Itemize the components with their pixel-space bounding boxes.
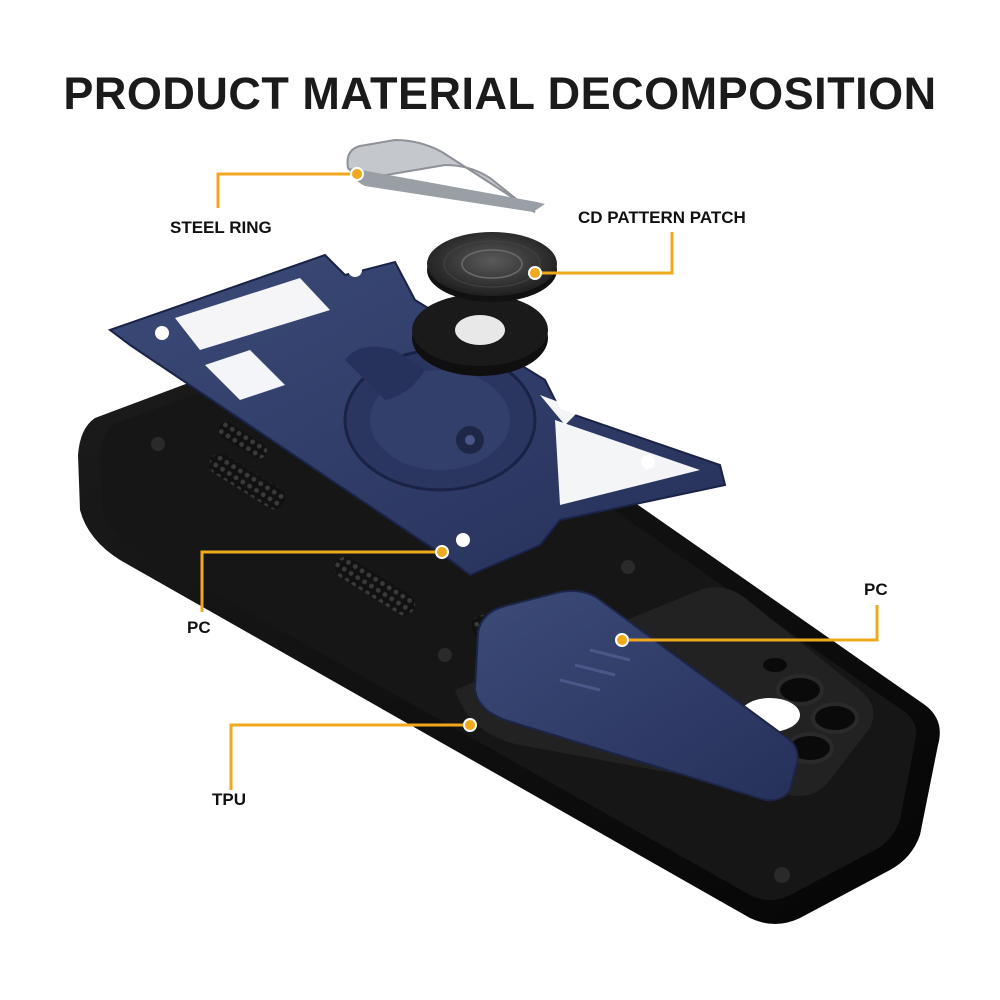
pc-slider-label: PC (864, 580, 888, 599)
steel-ring-label: STEEL RING (170, 218, 272, 237)
tpu-callout-dot (463, 718, 477, 732)
cd-pattern-patch (412, 232, 557, 376)
steel-ring-callout-dot (350, 167, 364, 181)
pc-bracket-leader-line (200, 550, 442, 612)
grip-texture (209, 453, 286, 510)
page-title: PRODUCT MATERIAL DECOMPOSITION (63, 68, 937, 119)
grip-texture (334, 556, 416, 616)
steel-ring (346, 138, 545, 213)
pc-bracket (107, 253, 727, 577)
tpu-label: TPU (212, 790, 246, 809)
tpu-leader-line (229, 723, 470, 790)
steel-ring-leader-line (216, 172, 357, 208)
cd-pattern-patch-leader-line (535, 232, 674, 275)
cd-pattern-patch-label: CD PATTERN PATCH (578, 208, 746, 227)
pc-bracket-label: PC (187, 618, 211, 637)
pc-slider (473, 590, 799, 802)
leader-lines (200, 172, 879, 790)
pc-slider-leader-line (622, 605, 879, 642)
grip-texture (217, 421, 267, 459)
pc-bracket-callout-dot (435, 545, 449, 559)
cd-pattern-patch-callout-dot (528, 266, 542, 280)
pc-slider-callout-dot (615, 633, 629, 647)
